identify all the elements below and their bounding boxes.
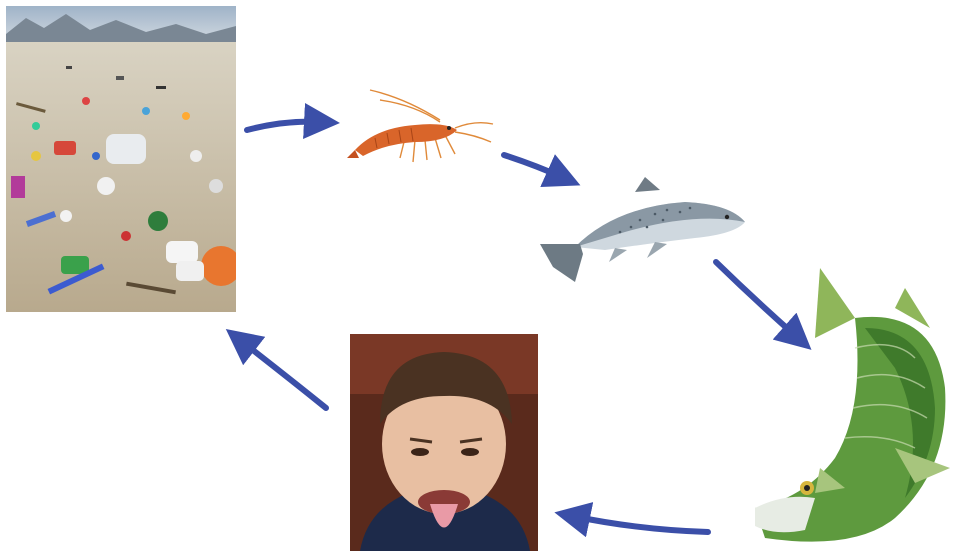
arrow-plastic-to-shrimp	[247, 122, 322, 130]
arrow-shrimp-to-salmon	[504, 155, 564, 178]
arrow-pike-to-human	[572, 516, 708, 532]
arrow-salmon-to-pike	[716, 262, 798, 338]
arrow-human-to-plastic	[240, 340, 326, 408]
